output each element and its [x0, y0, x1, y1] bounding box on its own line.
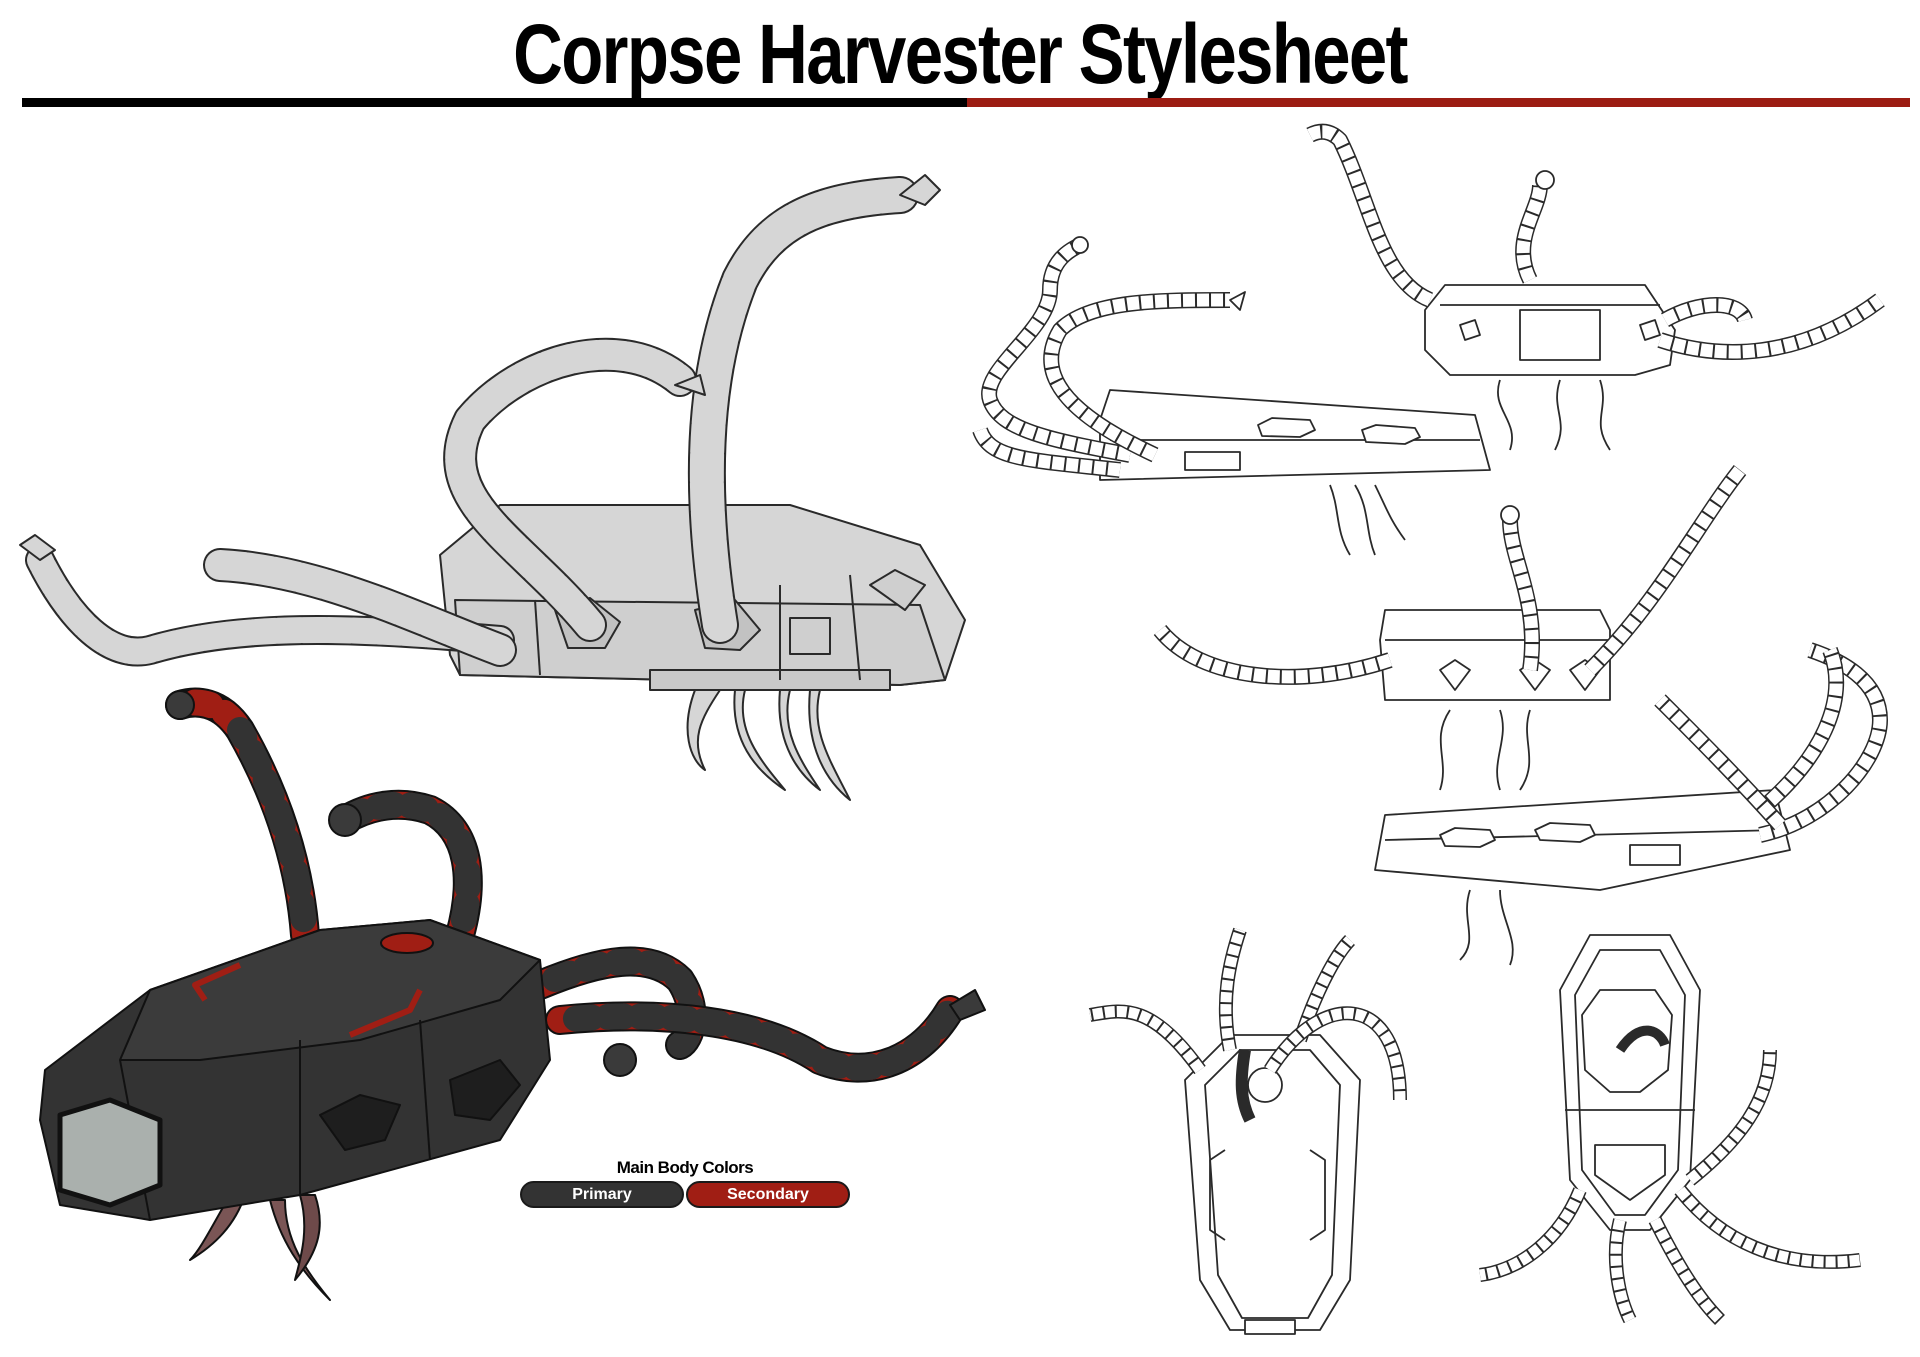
colored-view	[39, 687, 986, 1301]
legend-title: Main Body Colors	[616, 1158, 754, 1177]
title-rule-black	[22, 98, 967, 107]
sheet-title: Corpse Harvester Stylesheet	[513, 7, 1408, 101]
primary-color-swatch: Primary	[520, 1181, 684, 1208]
colored-claws	[165, 690, 986, 1077]
top-view	[1088, 927, 1407, 1335]
color-legend: Main Body Colors Primary Secondary	[520, 1158, 850, 1208]
bottom-view	[1478, 934, 1861, 1325]
front-view-middle	[1153, 465, 1747, 791]
grey-tentacles	[686, 689, 851, 801]
colored-arms	[165, 687, 965, 1083]
front-view-upper	[1306, 123, 1885, 451]
secondary-color-swatch: Secondary	[686, 1181, 850, 1208]
lineart-views	[972, 123, 1888, 1335]
side-view-upper	[972, 236, 1491, 556]
colored-body	[39, 919, 551, 1221]
grey-arms	[25, 176, 919, 667]
grey-claws	[19, 174, 941, 561]
side-view-lower	[1374, 642, 1888, 966]
grey-shaded-view	[19, 174, 966, 801]
legend-swatches: Primary Secondary	[520, 1181, 850, 1208]
title-rule-red	[967, 98, 1910, 107]
